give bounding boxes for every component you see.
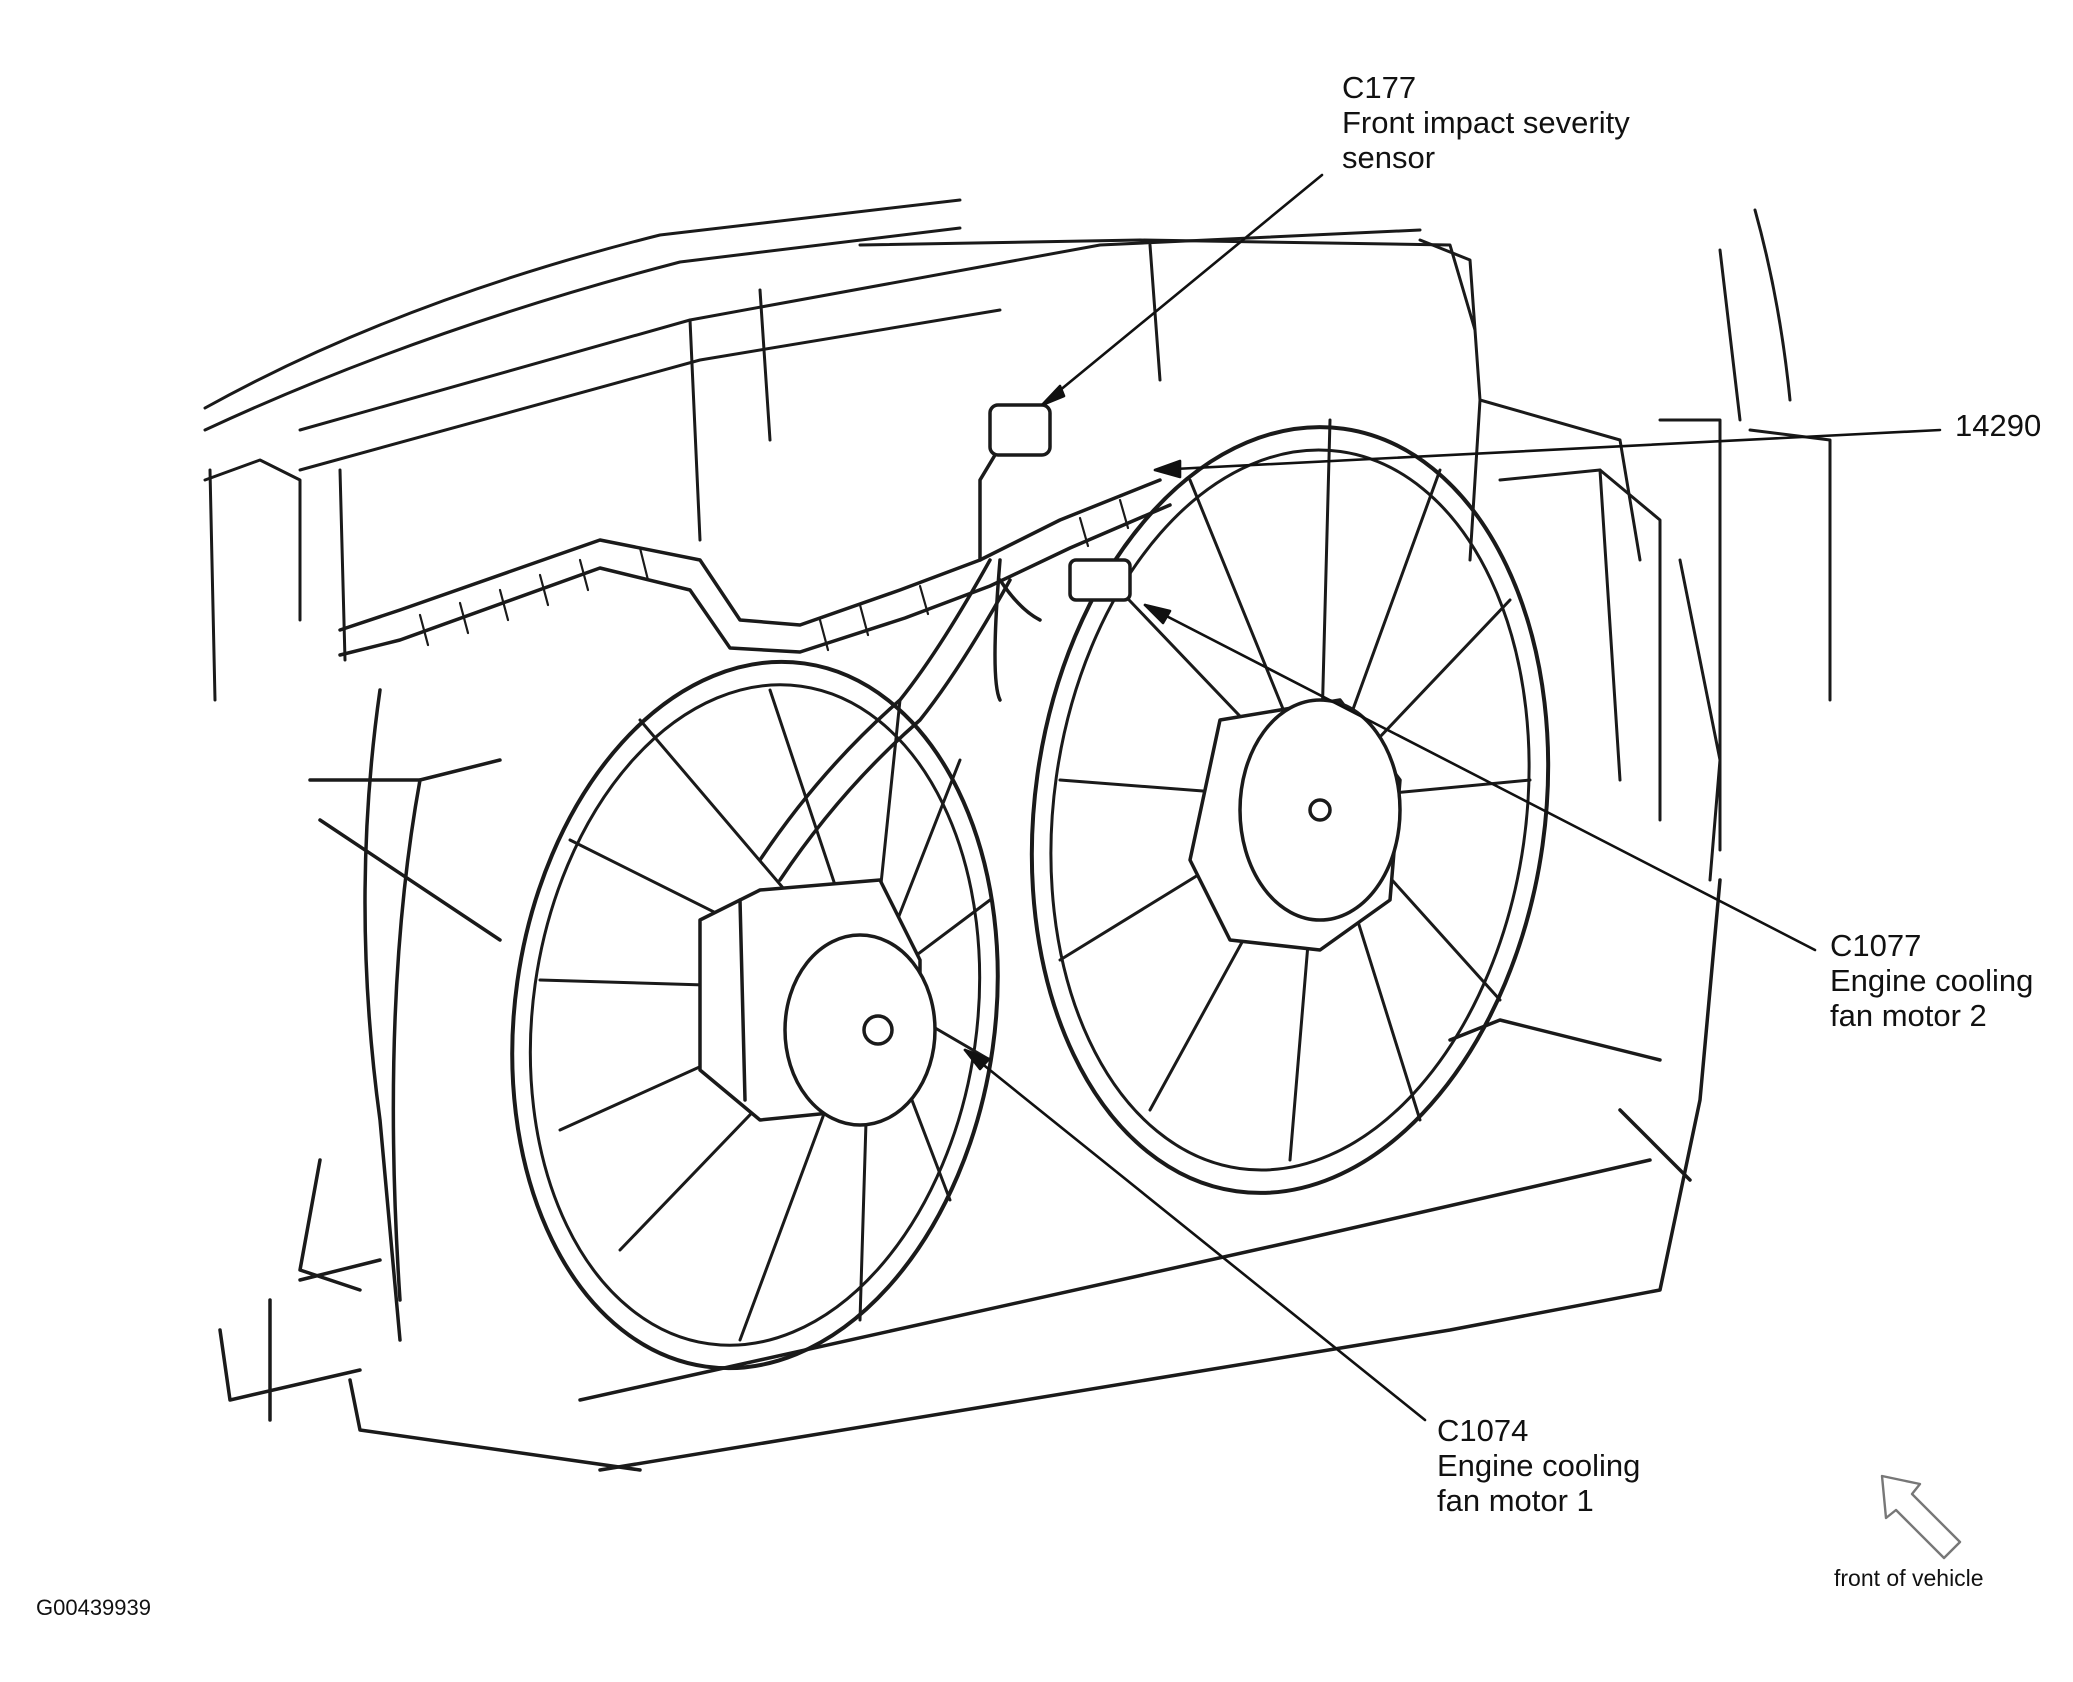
front-arrow-icon <box>1880 1474 1962 1560</box>
callout-c1077-line2: fan motor 2 <box>1830 998 1987 1033</box>
wiring-harness-14290 <box>338 403 1172 882</box>
arrowhead-c1077 <box>1143 603 1172 625</box>
callout-14290-code: 14290 <box>1955 408 2042 443</box>
radiator-support <box>203 198 1832 882</box>
callout-c1077-line1: Engine cooling <box>1830 963 2034 998</box>
fan-motor-2 <box>1188 698 1402 952</box>
arrowhead-14290 <box>1153 459 1182 479</box>
callout-14290: 14290 <box>1955 408 2041 443</box>
callout-c177-code: C177 <box>1342 70 1417 105</box>
callout-c177-line1: Front impact severity <box>1342 105 1630 140</box>
callout-c1077-code: C1077 <box>1830 928 1922 963</box>
leader-lines <box>963 173 1942 1422</box>
fan-shroud <box>218 688 1722 1472</box>
figure-id: G00439939 <box>36 1595 151 1620</box>
arrowhead-c177 <box>1040 384 1066 407</box>
cooling-fan-1 <box>510 659 1000 1371</box>
connector-c1077-body <box>1068 558 1132 602</box>
callout-c1074-line1: Engine cooling <box>1437 1448 1641 1483</box>
impact-sensor-connector <box>988 403 1052 457</box>
callout-c177-line2: sensor <box>1342 140 1436 175</box>
fan-motor-1 <box>698 878 937 1127</box>
leader-c1074 <box>963 1048 1427 1422</box>
callout-c1074-line2: fan motor 1 <box>1437 1483 1594 1518</box>
cooling-fan-2 <box>1029 418 1551 1195</box>
callout-c1074: C1074 Engine cooling fan motor 1 <box>1437 1413 1640 1518</box>
arrowhead-c1074 <box>963 1048 991 1071</box>
leader-c1077 <box>1143 603 1817 952</box>
leader-c177 <box>1040 173 1324 407</box>
front-of-vehicle-label: front of vehicle <box>1834 1565 1984 1591</box>
callout-c1074-code: C1074 <box>1437 1413 1529 1448</box>
leader-14290 <box>1153 428 1942 472</box>
callout-c177: C177 Front impact severity sensor <box>1342 70 1630 175</box>
callout-c1077: C1077 Engine cooling fan motor 2 <box>1830 928 2033 1033</box>
